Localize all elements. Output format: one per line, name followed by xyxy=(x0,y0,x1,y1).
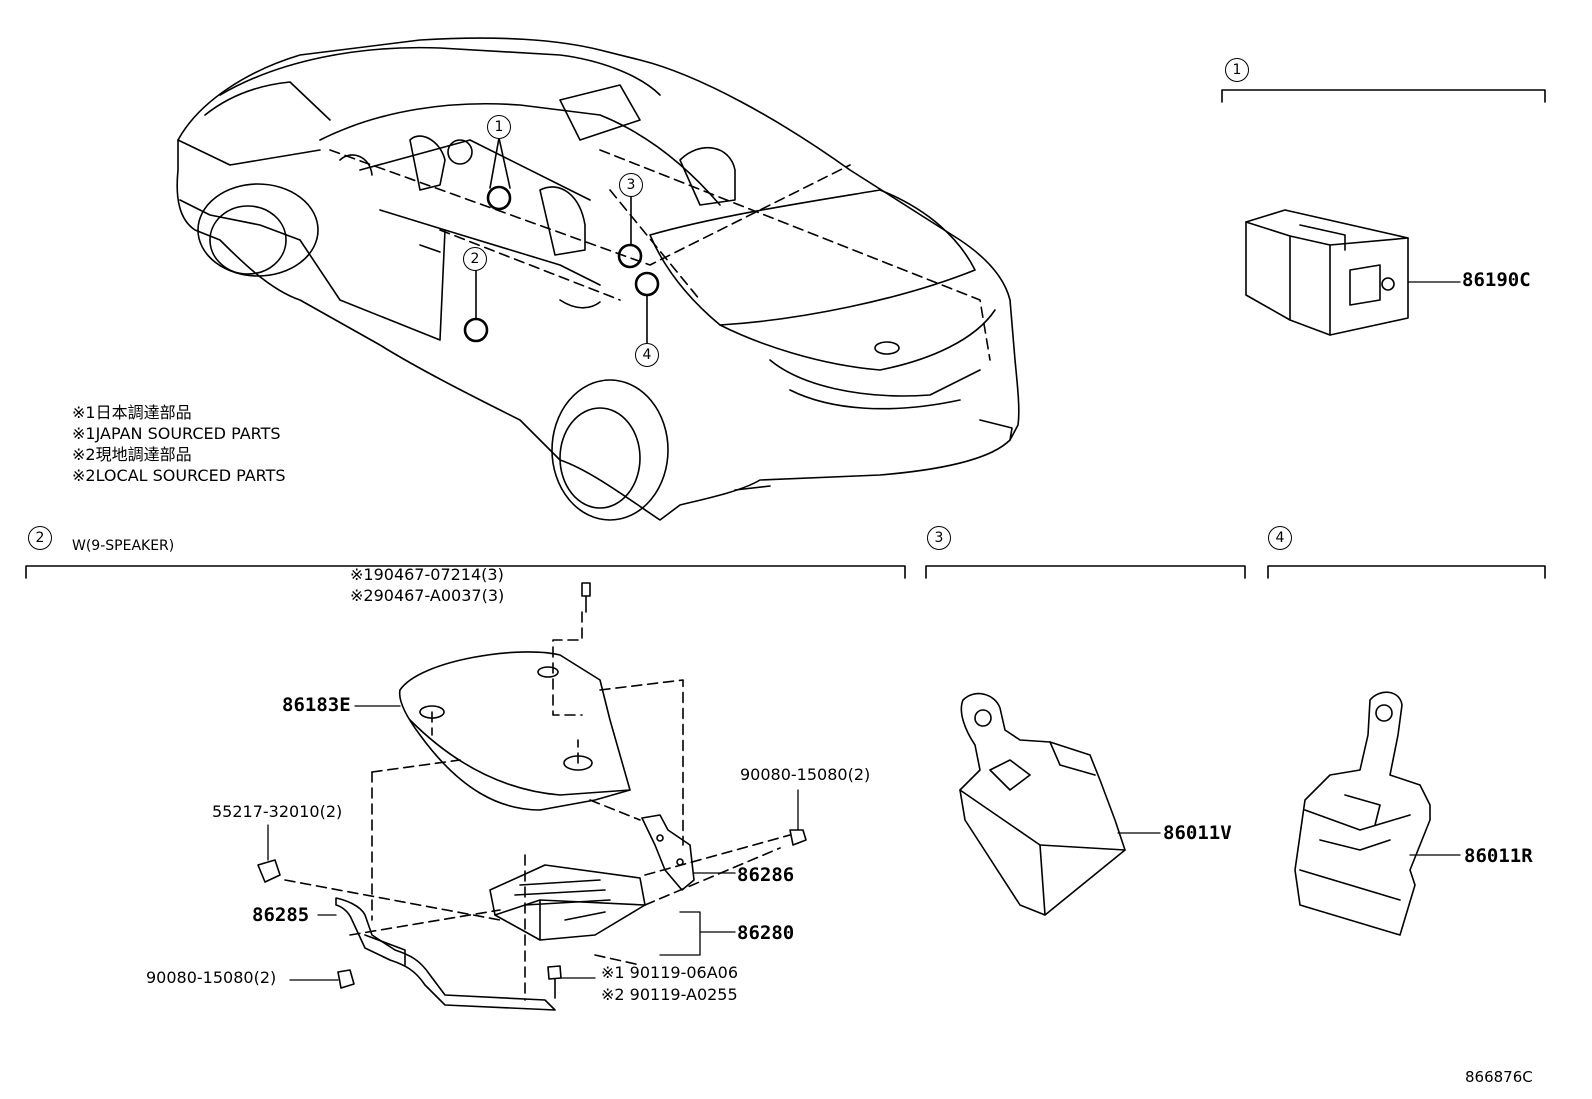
part-label-90080-right: 90080-15080(2) xyxy=(740,765,871,784)
diagram-id: 866876C xyxy=(1465,1068,1533,1086)
section-1-bracket xyxy=(1221,89,1546,103)
part-label-90467-jp: ※190467-07214(3) xyxy=(350,565,504,584)
section-marker-4: 4 xyxy=(1268,526,1292,550)
part-label-86285: 86285 xyxy=(252,904,310,926)
car-callout-3: 3 xyxy=(619,173,643,197)
section-marker-1: 1 xyxy=(1225,58,1249,82)
note-line-1: ※1日本調達部品 xyxy=(72,403,192,422)
section-4-bracket xyxy=(1267,565,1546,579)
part-label-86286: 86286 xyxy=(737,864,795,886)
note-line-3: ※2現地調達部品 xyxy=(72,445,192,464)
section-3-bracket xyxy=(925,565,1246,579)
part-label-55217: 55217-32010(2) xyxy=(212,802,343,821)
sensor-86011V-drawing xyxy=(959,692,1161,916)
car-callout-2: 2 xyxy=(463,247,487,271)
section-2-caption: W(9-SPEAKER) xyxy=(72,538,175,554)
part-label-86183E: 86183E xyxy=(282,694,351,716)
part-label-90119-jp: ※1 90119-06A06 xyxy=(601,963,739,982)
car-callout-1: 1 xyxy=(487,115,511,139)
part-label-86190C: 86190C xyxy=(1462,269,1531,291)
note-line-4: ※2LOCAL SOURCED PARTS xyxy=(72,466,286,485)
car-callout-4: 4 xyxy=(635,343,659,367)
note-line-2: ※1JAPAN SOURCED PARTS xyxy=(72,424,281,443)
part-label-90467-local: ※290467-A0037(3) xyxy=(350,586,505,605)
part-label-86011R: 86011R xyxy=(1464,845,1533,867)
part-label-86280: 86280 xyxy=(737,922,795,944)
section-2-bracket xyxy=(25,565,906,579)
part-label-90080-left: 90080-15080(2) xyxy=(146,968,277,987)
sensor-86011R-drawing xyxy=(1294,691,1461,936)
part-label-90119-local: ※2 90119-A0255 xyxy=(601,985,738,1004)
section-marker-3: 3 xyxy=(927,526,951,550)
section-2-drawings xyxy=(257,582,807,1011)
switch-86190C-drawing xyxy=(1245,209,1461,336)
car-illustration xyxy=(176,37,1020,521)
section-marker-2: 2 xyxy=(28,526,52,550)
part-label-86011V: 86011V xyxy=(1163,822,1232,844)
